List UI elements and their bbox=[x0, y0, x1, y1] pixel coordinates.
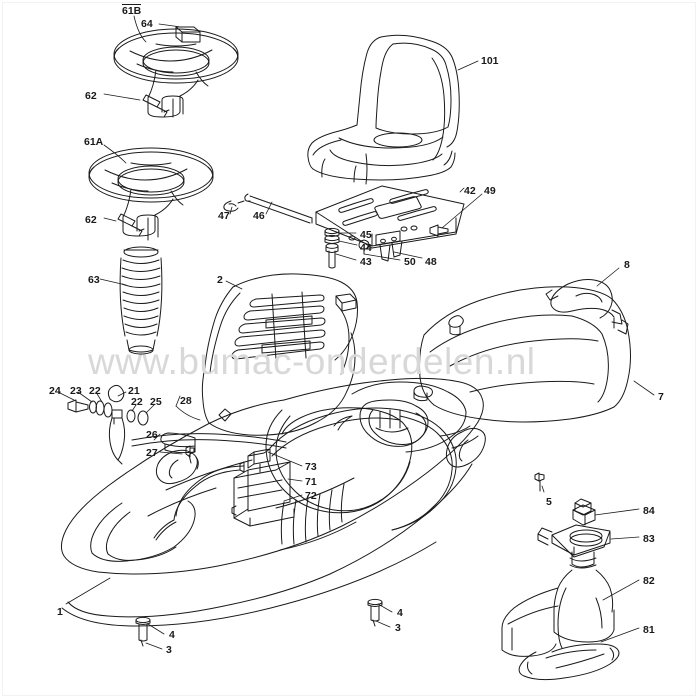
callout-washer: 4 bbox=[169, 629, 175, 641]
callout-nut: 25 bbox=[150, 396, 162, 408]
callout-throttle-lever: 21 bbox=[128, 385, 140, 397]
callout-fuel-cap: 84 bbox=[643, 505, 655, 517]
callout-steering-wheel-upper: 61B bbox=[122, 4, 142, 17]
callout-tank-support: 81 bbox=[643, 624, 655, 636]
callout-rod-clip: 47 bbox=[218, 210, 230, 222]
part-seat bbox=[307, 34, 479, 185]
part-throttle-lever-group bbox=[57, 384, 287, 465]
part-steering-wheel-lower bbox=[88, 144, 214, 241]
callout-cable-clamp: 26 bbox=[146, 429, 158, 441]
part-body-screws bbox=[135, 598, 393, 650]
callout-steering-wheel-pin-lower: 62 bbox=[85, 214, 97, 226]
part-fuel-tank-assembly bbox=[501, 498, 640, 681]
callout-screw: 3 bbox=[166, 644, 172, 656]
callout-screw: 24 bbox=[49, 385, 61, 397]
callout-bushing: 22 bbox=[131, 396, 143, 408]
part-engine-hood bbox=[201, 273, 358, 436]
callout-seat-plate-screw: 49 bbox=[484, 185, 496, 197]
callout-wiring-harness: 73 bbox=[305, 461, 317, 473]
callout-fuel-tank: 82 bbox=[643, 575, 655, 587]
part-steering-column-bellows bbox=[99, 246, 163, 355]
callout-steering-wheel-emblem: 64 bbox=[141, 18, 153, 30]
part-seat-adjust-rod bbox=[223, 193, 313, 224]
part-battery-assembly bbox=[153, 407, 457, 541]
callout-bushing: 22 bbox=[89, 385, 101, 397]
callout-screw: 3 bbox=[395, 622, 401, 634]
callout-lever: 48 bbox=[425, 256, 437, 268]
callout-steering-wheel-lower: 61A bbox=[84, 136, 104, 148]
callout-washer: 4 bbox=[397, 607, 403, 619]
callout-battery: 71 bbox=[305, 476, 317, 488]
callout-seat: 101 bbox=[481, 55, 499, 67]
callout-washer: 45 bbox=[360, 229, 372, 241]
part-rear-fender bbox=[419, 267, 655, 423]
part-front-body-panel bbox=[60, 377, 486, 627]
callout-seat-plate: 42 bbox=[464, 185, 476, 197]
part-steering-wheel-upper bbox=[103, 15, 239, 118]
callout-seat-adjust-rod: 46 bbox=[253, 210, 265, 222]
callout-bolt: 43 bbox=[360, 256, 372, 268]
part-seat-plate bbox=[315, 185, 483, 269]
callout-spacer: 44 bbox=[360, 242, 372, 254]
callout-clamp-screw: 27 bbox=[146, 447, 158, 459]
callout-throttle-cable: 28 bbox=[180, 395, 192, 407]
callout-front-body-panel: 1 bbox=[57, 606, 63, 618]
callout-battery-cable: 72 bbox=[305, 490, 317, 502]
callout-tank-bracket: 83 bbox=[643, 533, 655, 545]
callout-steering-wheel-pin-upper: 62 bbox=[85, 90, 97, 102]
callout-steering-column-bellows: 63 bbox=[88, 274, 100, 286]
callout-rear-handle: 8 bbox=[624, 259, 630, 271]
part-tank-screw bbox=[534, 472, 545, 493]
callout-tank-screw: 5 bbox=[546, 496, 552, 508]
callout-engine-hood: 2 bbox=[217, 274, 223, 286]
callout-knob: 50 bbox=[404, 256, 416, 268]
callout-washer: 23 bbox=[70, 385, 82, 397]
callout-rear-fender: 7 bbox=[658, 391, 664, 403]
